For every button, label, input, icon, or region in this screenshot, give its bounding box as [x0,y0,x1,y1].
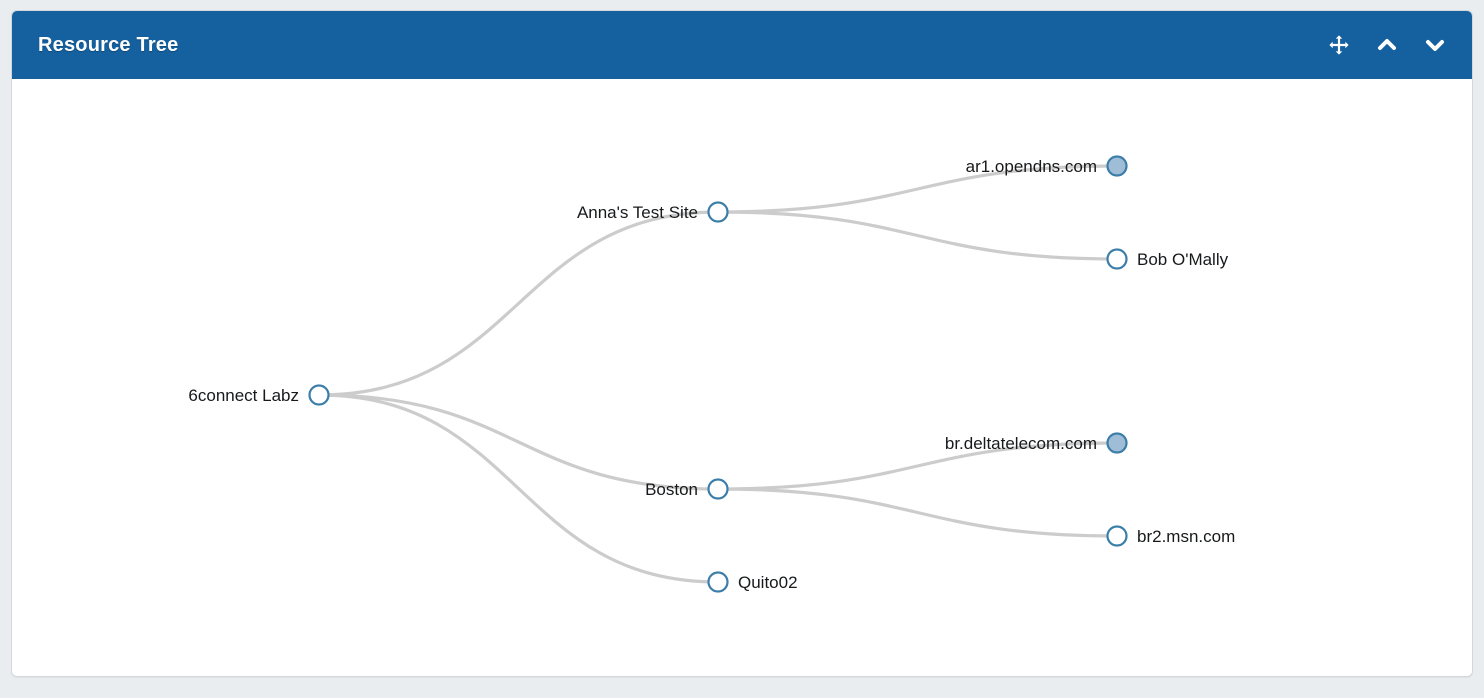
chevron-down-icon[interactable] [1420,30,1450,60]
tree-node-label: br.deltatelecom.com [945,434,1097,453]
chevron-up-icon[interactable] [1372,30,1402,60]
tree-node[interactable]: Anna's Test Site [577,201,729,223]
header-tools [1324,30,1450,60]
tree-node-label: Bob O'Mally [1137,250,1229,269]
tree-node-label: ar1.opendns.com [966,157,1097,176]
tree-node-circle[interactable] [308,384,330,406]
tree-node-circle[interactable] [1106,432,1128,454]
tree-links-layer [317,164,1119,584]
tree-link [317,393,720,491]
move-icon[interactable] [1324,30,1354,60]
tree-node-circle[interactable] [707,201,729,223]
tree-link [317,393,720,584]
tree-node-circle[interactable] [1106,155,1128,177]
tree-node-label: Anna's Test Site [577,203,698,222]
tree-node[interactable]: br.deltatelecom.com [945,432,1128,454]
tree-node-circle[interactable] [707,571,729,593]
resource-tree-panel: Resource Tree [11,10,1473,677]
tree-node[interactable]: Bob O'Mally [1106,248,1229,270]
tree-link [716,164,1119,214]
tree-node-circle[interactable] [707,478,729,500]
tree-node[interactable]: br2.msn.com [1106,525,1236,547]
tree-nodes-layer: 6connect Labz Anna's Test SiteBostonQuito… [188,155,1236,593]
tree-node[interactable]: Quito02 [707,571,798,593]
tree-node[interactable]: Boston [645,478,729,500]
tree-link [716,487,1119,538]
tree-node-label: Boston [645,480,698,499]
tree-node-circle[interactable] [1106,525,1128,547]
panel-header: Resource Tree [12,11,1472,79]
tree-node-label: 6connect Labz [188,386,299,405]
tree-node-label: Quito02 [738,573,798,592]
tree-node-label: br2.msn.com [1137,527,1235,546]
tree-link [716,441,1119,491]
tree-link [716,210,1119,261]
tree-link [317,210,720,397]
tree-node[interactable]: ar1.opendns.com [966,155,1128,177]
tree-node-circle[interactable] [1106,248,1128,270]
tree-node[interactable]: 6connect Labz [188,384,330,406]
resource-tree-graph[interactable]: 6connect Labz Anna's Test SiteBostonQuito… [12,79,1472,676]
page-title: Resource Tree [38,33,179,56]
